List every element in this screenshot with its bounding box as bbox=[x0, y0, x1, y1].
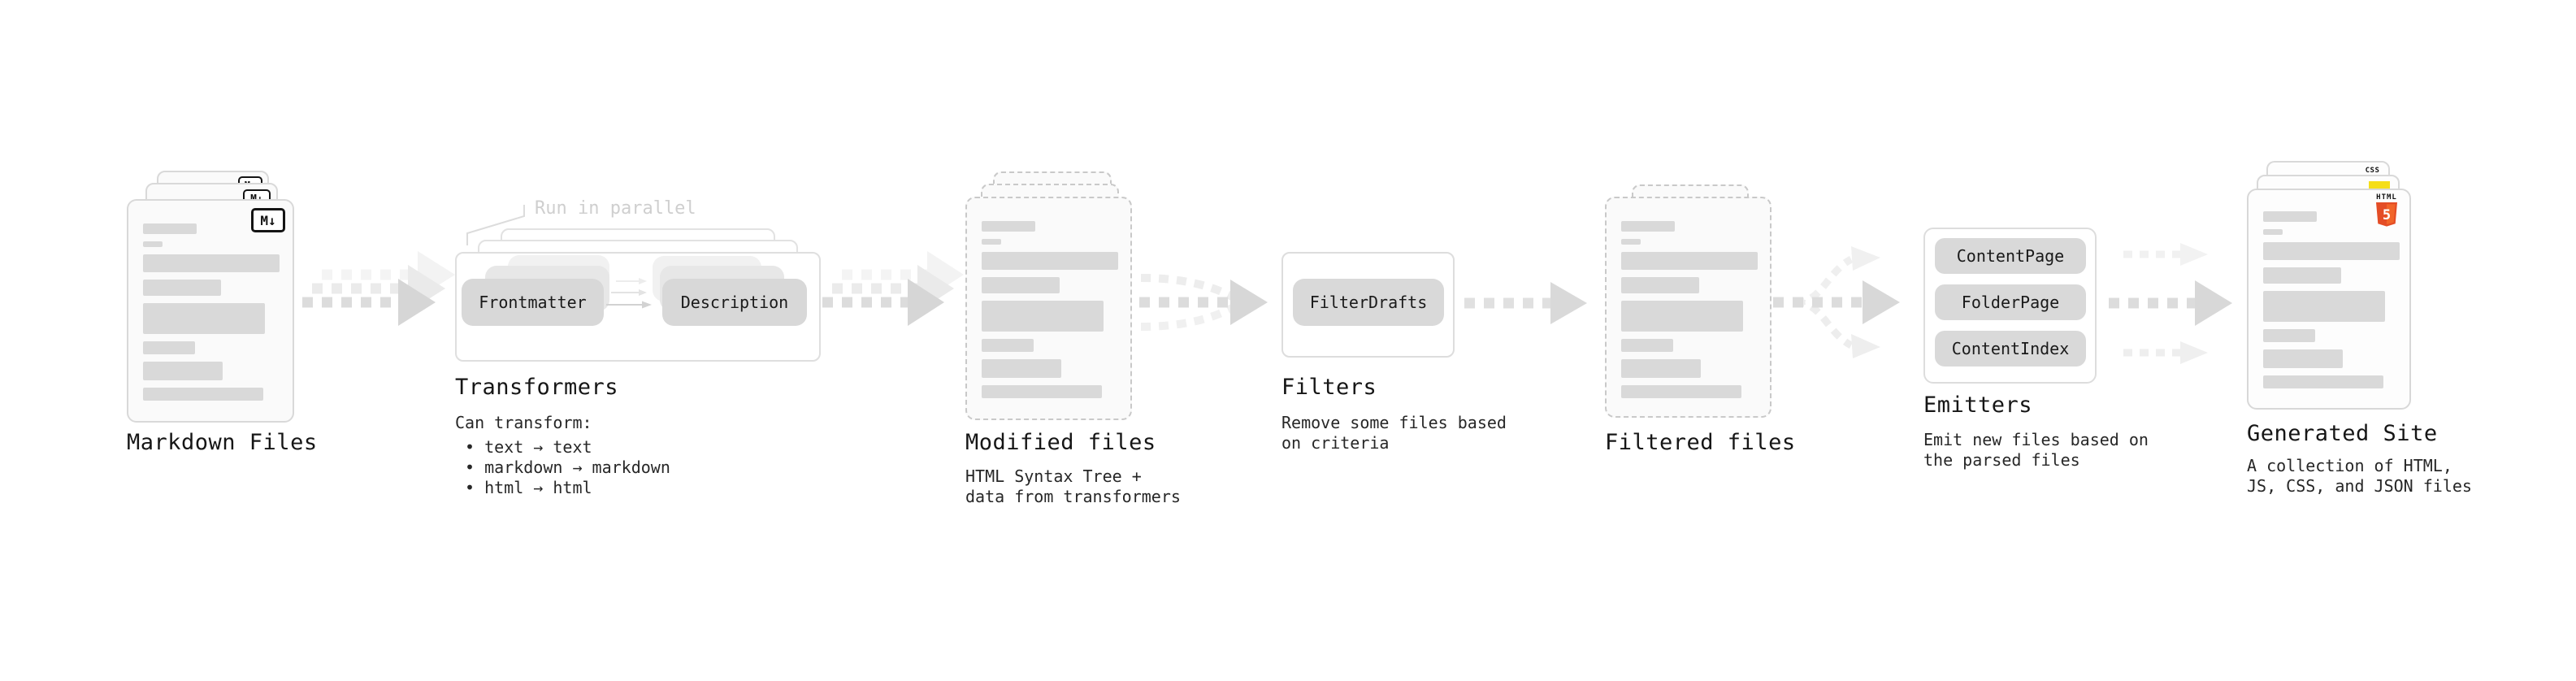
file-skeleton-lines bbox=[1621, 221, 1758, 398]
run-in-parallel-annotation: Run in parallel bbox=[535, 198, 696, 219]
skeleton-bar bbox=[143, 241, 163, 247]
skeleton-bar bbox=[2263, 242, 2400, 260]
file-skeleton-lines bbox=[143, 223, 280, 401]
markdown-icon: M↓ bbox=[251, 208, 285, 232]
bullet-item: • html → html bbox=[465, 478, 592, 497]
emitters-title: Emitters bbox=[1923, 393, 2033, 418]
emitter-box-contentpage: ContentPage bbox=[1935, 238, 2086, 274]
filtered-file-card bbox=[1605, 197, 1772, 418]
skeleton-bar bbox=[143, 254, 280, 272]
flow-arrow-filters-to-filtered bbox=[1464, 282, 1587, 324]
transformers-title: Transformers bbox=[455, 375, 619, 400]
skeleton-bar bbox=[1621, 359, 1701, 378]
skeleton-bar bbox=[143, 362, 223, 380]
filters-title: Filters bbox=[1281, 375, 1377, 400]
filterdrafts-box: FilterDrafts bbox=[1293, 279, 1444, 326]
skeleton-bar bbox=[143, 303, 265, 334]
transformers-description-intro: Can transform: bbox=[455, 413, 592, 432]
frontmatter-box: Frontmatter bbox=[462, 279, 604, 326]
skeleton-bar bbox=[982, 385, 1102, 398]
description-line: HTML Syntax Tree + bbox=[965, 466, 1142, 486]
modified-files-title: Modified files bbox=[965, 430, 1156, 455]
transformers-bullet-list: • text → text • markdown → markdown • ht… bbox=[465, 437, 670, 498]
skeleton-bar bbox=[982, 301, 1104, 332]
bullet-item: • text → text bbox=[465, 437, 592, 457]
skeleton-bar bbox=[982, 252, 1118, 270]
flow-arrow-modified-to-filters bbox=[1139, 274, 1268, 331]
filters-description: Remove some files based on criteria bbox=[1281, 413, 1507, 453]
skeleton-bar bbox=[1621, 385, 1741, 398]
description-box: Description bbox=[662, 279, 807, 326]
emitter-box-contentindex: ContentIndex bbox=[1935, 331, 2086, 367]
flow-arrow-markdown-to-transformers bbox=[302, 251, 455, 326]
flow-arrow-transformers-to-modified bbox=[822, 251, 964, 326]
skeleton-bar bbox=[2263, 267, 2341, 284]
bullet-item: • markdown → markdown bbox=[465, 458, 670, 477]
skeleton-bar bbox=[982, 221, 1035, 232]
emitter-box-folderpage: FolderPage bbox=[1935, 284, 2086, 320]
markdown-files-title: Markdown Files bbox=[127, 430, 318, 455]
skeleton-bar bbox=[1621, 301, 1743, 332]
skeleton-bar bbox=[1621, 239, 1641, 245]
skeleton-bar bbox=[2263, 211, 2317, 222]
generated-site-title: Generated Site bbox=[2247, 421, 2438, 446]
modified-files-description: HTML Syntax Tree + data from transformer… bbox=[965, 466, 1181, 507]
skeleton-bar bbox=[143, 280, 221, 296]
parallel-mini-arrows bbox=[606, 278, 652, 309]
flow-arrow-filtered-to-emitters bbox=[1773, 246, 1900, 358]
description-line: Emit new files based on bbox=[1923, 430, 2149, 449]
svg-text:5: 5 bbox=[2383, 207, 2391, 223]
skeleton-bar bbox=[143, 341, 195, 354]
site-file-card: HTML 5 bbox=[2247, 189, 2411, 410]
skeleton-bar bbox=[1621, 252, 1758, 270]
skeleton-bar bbox=[2263, 349, 2343, 368]
skeleton-bar bbox=[982, 277, 1060, 293]
markdown-file-card: M↓ bbox=[127, 199, 294, 423]
skeleton-bar bbox=[2263, 329, 2315, 342]
description-line: on criteria bbox=[1281, 433, 1390, 453]
emitters-description: Emit new files based on the parsed files bbox=[1923, 430, 2149, 471]
file-skeleton-lines bbox=[982, 221, 1118, 398]
skeleton-bar bbox=[143, 223, 197, 234]
skeleton-bar bbox=[2263, 291, 2385, 322]
file-skeleton-lines bbox=[2263, 211, 2400, 388]
skeleton-bar bbox=[1621, 221, 1675, 232]
description-line: data from transformers bbox=[965, 487, 1181, 506]
skeleton-bar bbox=[982, 239, 1001, 245]
html5-shield-icon: 5 bbox=[2376, 202, 2397, 227]
flow-arrow-emitters-to-site bbox=[2109, 243, 2232, 364]
description-line: Remove some files based bbox=[1281, 413, 1507, 432]
run-in-parallel-callout-line bbox=[466, 205, 525, 245]
generated-site-description: A collection of HTML, JS, CSS, and JSON … bbox=[2247, 456, 2472, 497]
filtered-files-title: Filtered files bbox=[1605, 430, 1796, 455]
skeleton-bar bbox=[2263, 375, 2383, 388]
skeleton-bar bbox=[982, 339, 1034, 352]
skeleton-bar bbox=[1621, 339, 1673, 352]
description-line: A collection of HTML, bbox=[2247, 456, 2452, 475]
description-line: JS, CSS, and JSON files bbox=[2247, 476, 2472, 496]
css-badge-label: CSS bbox=[2365, 167, 2380, 175]
html5-file-icon: HTML 5 bbox=[2370, 193, 2403, 227]
html5-badge-label: HTML bbox=[2376, 193, 2397, 202]
description-line: the parsed files bbox=[1923, 450, 2080, 470]
modified-file-card bbox=[965, 197, 1132, 420]
skeleton-bar bbox=[2263, 229, 2283, 235]
skeleton-bar bbox=[143, 388, 263, 401]
skeleton-bar bbox=[1621, 277, 1699, 293]
skeleton-bar bbox=[982, 359, 1061, 378]
